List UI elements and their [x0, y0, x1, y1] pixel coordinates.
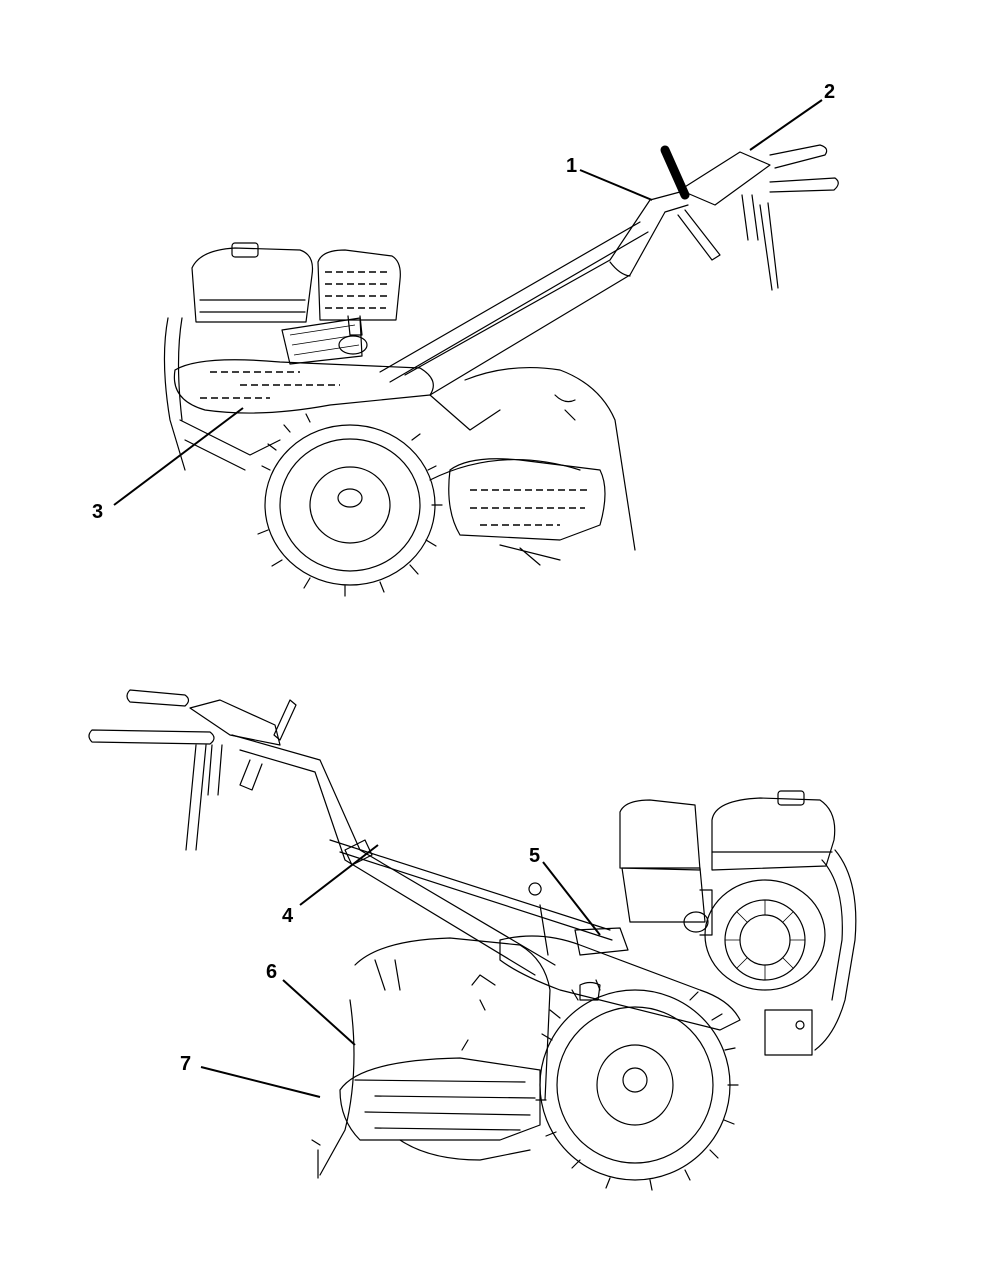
callout-7: 7: [180, 1053, 321, 1098]
callout-3-label: 3: [92, 501, 103, 523]
engine-lower: [619, 790, 857, 1056]
tiller-upper-view: [163, 144, 839, 597]
frame-upper: [179, 394, 501, 471]
callout-5: 5: [529, 845, 601, 936]
tine-hood-lower: [311, 937, 551, 1179]
callout-4-label: 4: [282, 905, 294, 927]
engine-upper: [191, 242, 401, 365]
callout-4: 4: [282, 844, 379, 927]
fender-upper: [163, 317, 434, 471]
callout-2: 2: [749, 81, 835, 151]
callout-1-label: 1: [566, 155, 577, 177]
callout-7-label: 7: [180, 1053, 191, 1075]
wheel-upper: [257, 413, 443, 597]
handlebar-lower: [88, 689, 613, 976]
callout-5-label: 5: [529, 845, 540, 867]
handlebar-upper: [379, 144, 839, 396]
callout-6: 6: [266, 961, 356, 1046]
tine-hood-upper: [429, 366, 636, 566]
callout-2-label: 2: [824, 81, 835, 103]
callout-3: 3: [92, 407, 244, 523]
wheel-lower: [535, 979, 739, 1191]
tiller-lower-view: [88, 689, 857, 1191]
callout-1: 1: [566, 155, 653, 201]
callout-6-label: 6: [266, 961, 277, 983]
